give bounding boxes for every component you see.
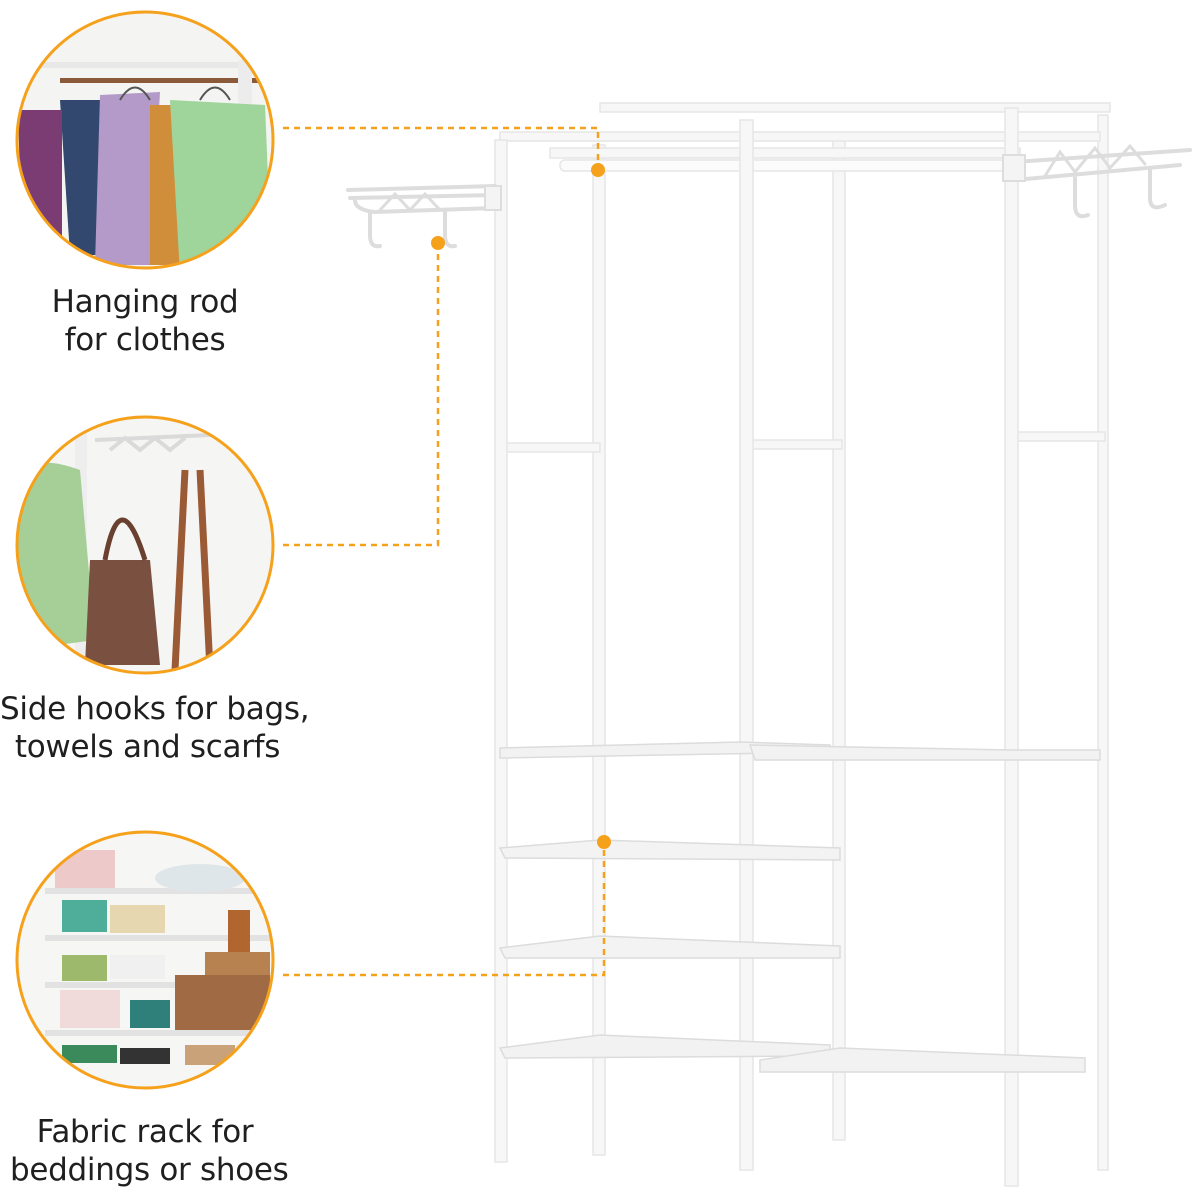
connector-shelves [283,842,606,977]
caption-line: Hanging rod [51,284,239,320]
inset-shelves-with-items [15,830,275,1090]
mid-rail [746,439,843,450]
callout-caption-fabric-rack: Fabric rack for beddings or shoes [10,1113,289,1189]
caption-line: for clothes [64,322,226,358]
frame-post [592,144,606,1156]
shelf [759,1047,1086,1073]
caption-line: beddings or shoes [10,1152,289,1188]
fabric-shelves [498,741,1101,1073]
callout-dots [431,163,611,849]
connector-hooks [283,243,440,547]
shelf [498,935,841,959]
top-rail [599,102,1111,113]
shelf [498,1034,831,1059]
hanging-rod [559,159,1016,172]
mid-rail [499,442,601,453]
marker-dot [597,835,611,849]
connector-rod [283,126,600,168]
mid-rail [1014,431,1106,442]
callout-connectors [283,126,606,977]
side-hook-right [1002,143,1192,219]
inset-bags-on-hooks [15,415,275,675]
caption-line: Fabric rack for [36,1114,254,1150]
caption-line: towels and scarfs [14,729,281,765]
top-rail [549,147,1021,159]
frame-post [1004,107,1019,1187]
shelf [748,744,1101,761]
top-rail [499,131,1101,142]
callout-caption-hanging-rod: Hanging rod for clothes [30,283,260,359]
inset-clothes-on-rod [15,10,275,270]
frame-post [494,139,508,1163]
side-hook-left [346,184,502,249]
inset-ring [15,415,275,675]
frame-post [739,119,754,1171]
callout-caption-side-hooks: Side hooks for bags, towels and scarfs [0,690,310,766]
marker-dot [431,236,445,250]
marker-dot [591,163,605,177]
inset-ring [15,10,275,270]
frame-post [1097,114,1109,1171]
caption-line: Side hooks for bags, [0,691,310,727]
frame-post [832,139,846,1141]
shelf [498,839,841,861]
inset-ring [15,830,275,1090]
wardrobe-frame [494,102,1111,1187]
